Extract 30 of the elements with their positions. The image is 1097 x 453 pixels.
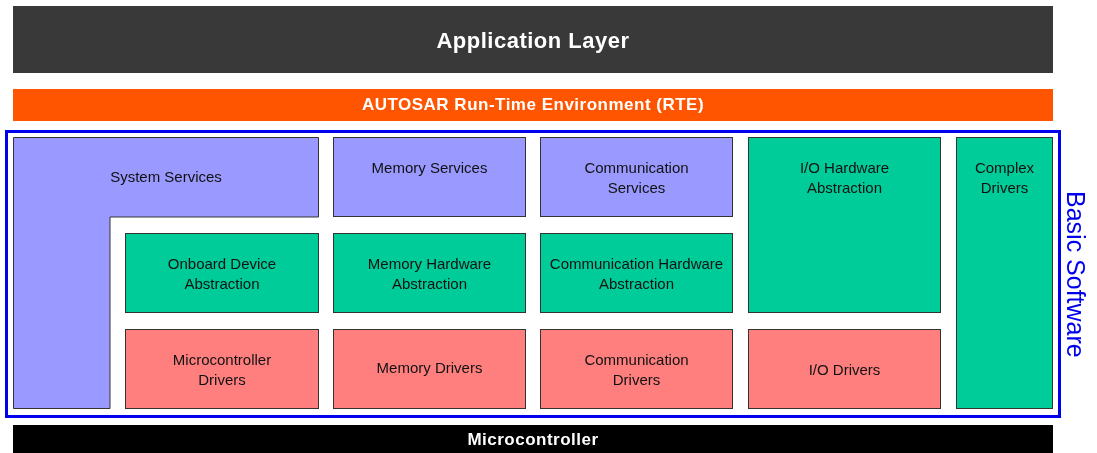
module-label: Memory Hardware Abstraction (366, 254, 493, 294)
module-label: System Services (109, 167, 223, 187)
module-label: Complex Drivers (973, 158, 1036, 198)
layer-title: Microcontroller (466, 429, 600, 450)
module-box (540, 233, 733, 313)
module-box (540, 329, 733, 409)
module-label: Onboard Device Abstraction (166, 254, 278, 294)
module-label: Memory Services (370, 158, 489, 178)
layer-title: Application Layer (435, 28, 631, 54)
module-box (333, 329, 526, 409)
module-box (748, 329, 941, 409)
module-box (540, 137, 733, 217)
module-label: Microcontroller Drivers (171, 350, 273, 390)
module-box (125, 233, 319, 313)
module-box (748, 137, 941, 313)
layer-bar (13, 89, 1053, 121)
module-box (956, 137, 1053, 409)
module-label: Communication Services (583, 158, 690, 198)
layer-bar (13, 6, 1053, 73)
module-box (125, 329, 319, 409)
module-box (333, 137, 526, 217)
module-label: I/O Drivers (807, 360, 882, 380)
module-label: Communication Hardware Abstraction (548, 254, 725, 294)
module-box (333, 233, 526, 313)
layer-title: Basic Software (1062, 189, 1090, 360)
layer-title: AUTOSAR Run-Time Environment (RTE) (360, 94, 706, 115)
layer-bar (13, 425, 1053, 453)
module-label: Communication Drivers (583, 350, 690, 390)
module-label: Memory Drivers (375, 358, 484, 378)
module-label: I/O Hardware Abstraction (798, 158, 891, 198)
